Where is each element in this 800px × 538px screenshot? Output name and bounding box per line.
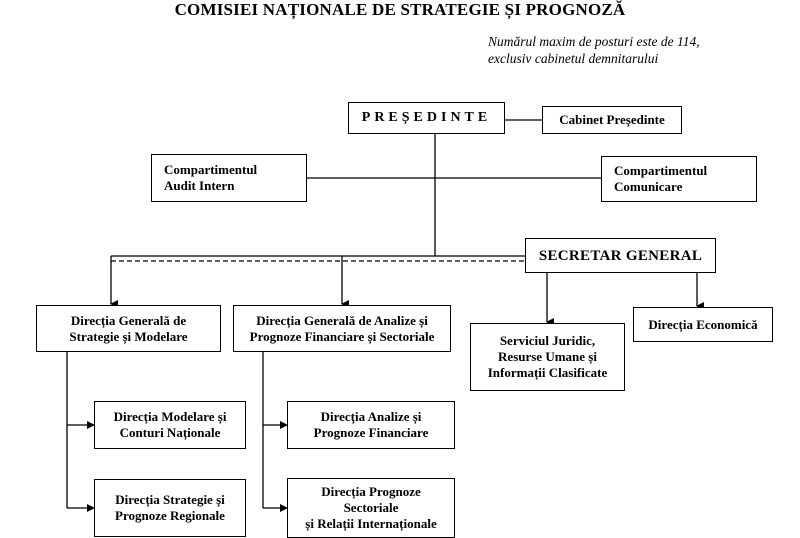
- label-presedinte: PREȘEDINTE: [361, 110, 492, 125]
- staff-note-line-2: exclusiv cabinetul demnitarului: [488, 51, 659, 66]
- box-audit-intern: Compartimentul Audit Intern: [151, 154, 307, 202]
- box-directia-modelare: Direcția Modelare și Conturi Naționale: [94, 401, 246, 449]
- label-sectoriale-2: Sectoriale: [343, 500, 399, 515]
- label-analize-fin-1: Direcția Analize și: [320, 409, 422, 424]
- staff-note: Numărul maxim de posturi este de 114, ex…: [488, 33, 788, 67]
- label-dg-analize-2: Prognoze Financiare și Sectoriale: [249, 328, 435, 344]
- label-cabinet-presedinte: Cabinet Președinte: [559, 112, 665, 127]
- box-directia-analize-financiare: Direcția Analize și Prognoze Financiare: [287, 401, 455, 449]
- label-sectoriale-3: și Relații Internaționale: [305, 516, 437, 531]
- label-juridic-1: Serviciul Juridic,: [499, 333, 596, 348]
- box-presedinte: PREȘEDINTE: [348, 102, 505, 134]
- label-modelare-2: Conturi Naționale: [119, 425, 221, 440]
- label-regionale-2: Prognoze Regionale: [115, 508, 225, 523]
- label-directia-economica: Direcția Economică: [648, 316, 758, 332]
- box-dg-strategie-modelare: Direcția Generală de Strategie și Modela…: [36, 305, 221, 352]
- label-modelare-1: Direcția Modelare și: [113, 409, 227, 424]
- box-cabinet-presedinte: Cabinet Președinte: [542, 106, 682, 134]
- box-dg-analize-prognoze: Direcția Generală de Analize și Prognoze…: [233, 305, 451, 352]
- label-regionale-1: Direcția Strategie și: [115, 492, 225, 507]
- label-audit-1: Compartimentul: [164, 162, 258, 177]
- label-dg-analize-1: Direcția Generală de Analize și: [256, 312, 428, 328]
- label-secretar-general: SECRETAR GENERAL: [538, 247, 703, 264]
- staff-note-line-1: Numărul maxim de posturi este de 114,: [488, 34, 700, 49]
- label-comunicare-2: Comunicare: [614, 179, 683, 194]
- box-directia-economica: Direcția Economică: [633, 307, 773, 342]
- box-serviciul-juridic: Serviciul Juridic, Resurse Umane și Info…: [470, 323, 625, 391]
- label-analize-fin-2: Prognoze Financiare: [313, 425, 429, 440]
- label-juridic-3: Informații Clasificate: [487, 365, 608, 380]
- label-dg-strategie-1: Direcția Generală de: [70, 312, 187, 328]
- box-secretar-general: SECRETAR GENERAL: [525, 238, 716, 273]
- label-juridic-2: Resurse Umane și: [498, 349, 597, 364]
- label-dg-strategie-2: Strategie și Modelare: [69, 328, 188, 344]
- box-directia-prognoze-regionale: Direcția Strategie și Prognoze Regionale: [94, 479, 246, 537]
- box-directia-prognoze-sectoriale: Direcția Prognoze Sectoriale și Relații …: [287, 478, 455, 538]
- chart-title: COMISIEI NAȚIONALE DE STRATEGIE ȘI PROGN…: [174, 0, 626, 19]
- label-audit-2: Audit Intern: [164, 178, 235, 193]
- box-comunicare: Compartimentul Comunicare: [601, 156, 757, 202]
- label-comunicare-1: Compartimentul: [614, 163, 708, 178]
- label-sectoriale-1: Direcția Prognoze: [321, 484, 421, 499]
